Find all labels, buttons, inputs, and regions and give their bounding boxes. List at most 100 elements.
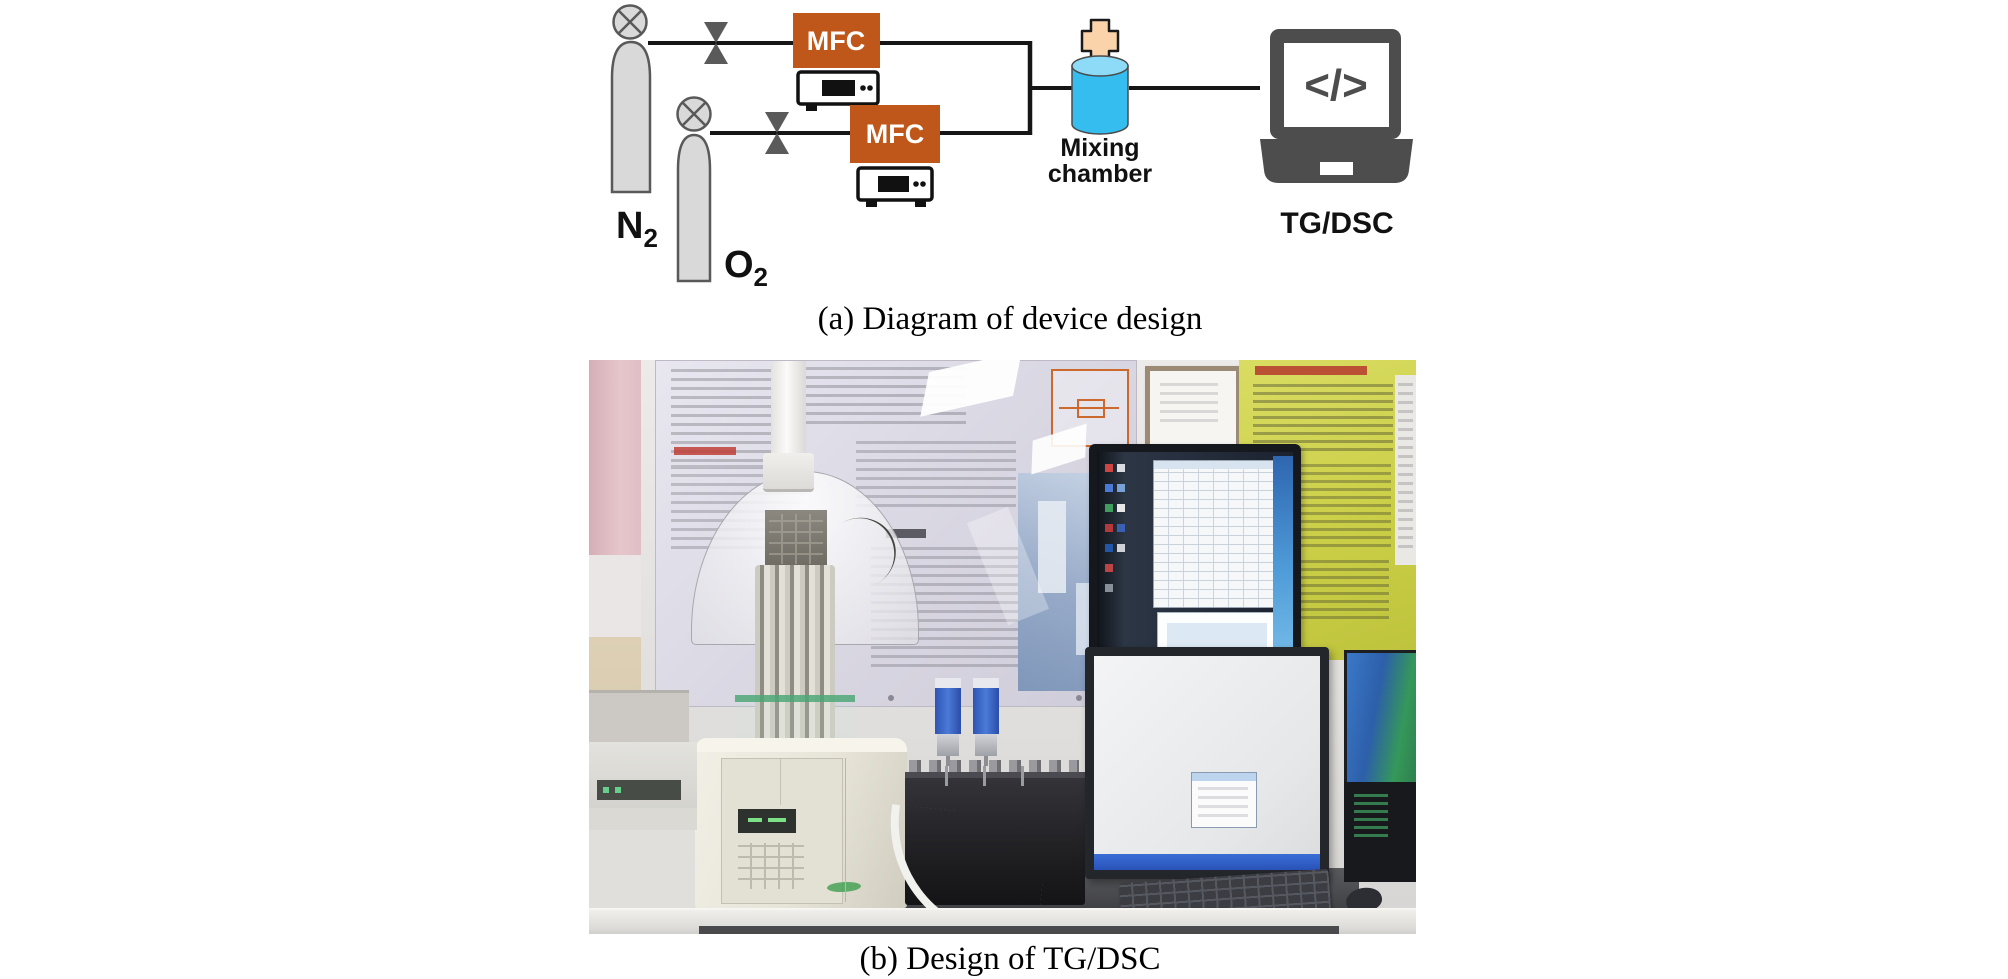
mixing-chamber-label-line2: chamber: [1048, 160, 1152, 188]
spreadsheet-header: [1154, 461, 1280, 469]
transducer-body: [973, 688, 999, 734]
transducer-body: [935, 688, 961, 734]
desktop-icon: [1105, 544, 1113, 552]
o2-cylinder-group: O2: [676, 96, 768, 292]
mfc2-controller-icon: [856, 166, 934, 207]
side-monitor: [1344, 650, 1416, 788]
exhaust-tube: [771, 361, 806, 459]
o2-cylinder: [676, 133, 712, 283]
under-table-shadow: [699, 926, 1339, 934]
display-digits: [768, 818, 786, 822]
instrument-buttons: [738, 843, 804, 889]
box-tube: [945, 766, 948, 786]
furnace-top-block: [765, 510, 827, 568]
desktop-icon: [1105, 484, 1113, 492]
gas-switch-box: [905, 766, 1085, 905]
instrument-side-seam: [845, 758, 846, 902]
orange-diagram-line: [1059, 407, 1119, 409]
figure-white-shape: [1038, 501, 1066, 593]
wall-poster: [655, 360, 1137, 707]
balance-shield: [589, 690, 689, 745]
poster-section-heading: [886, 529, 926, 538]
equipment-tower: [1344, 782, 1416, 882]
desktop-icon: [1117, 484, 1125, 492]
poster-text-lines: [856, 441, 1016, 511]
transducer-stem: [984, 756, 988, 766]
blue-transducer: [935, 678, 961, 766]
laptop-trackpad: [1320, 162, 1353, 175]
n2-label: N2: [616, 205, 658, 253]
instrument-display: [738, 809, 796, 833]
dialog-window: [1191, 772, 1257, 828]
mfc1-block: MFC: [793, 13, 880, 68]
fittings-row: [909, 760, 1079, 774]
o2-valve-x2: [682, 102, 706, 126]
yellow-poster-text: [1253, 384, 1393, 454]
panel-seam: [780, 759, 781, 805]
transducer-cap: [973, 678, 999, 688]
n2-cylinder-group: N2: [610, 4, 658, 253]
desktop-icon: [1105, 564, 1113, 572]
poster-screw: [888, 695, 894, 701]
desktop-icon: [1105, 504, 1113, 512]
mfc1-controller-icon: [796, 70, 880, 111]
mixing-chamber-label-line1: Mixing: [1060, 134, 1139, 162]
desktop-icon: [1117, 524, 1125, 532]
furnace-column: [755, 565, 835, 745]
transducer-cap: [935, 678, 961, 688]
yellow-poster-red-heading: [1255, 366, 1367, 375]
right-poster-sliver: [1395, 375, 1416, 565]
screen-blue-edge: [1273, 456, 1293, 682]
box-top-edge: [905, 772, 1085, 778]
dialog-titlebar: [1192, 773, 1256, 781]
display-digits: [748, 818, 762, 822]
desktop-icon: [1105, 524, 1113, 532]
instrument-front-panel: [721, 758, 843, 904]
transducer-stem: [946, 756, 950, 766]
lower-monitor-screen: [1094, 656, 1320, 870]
sliver-text: [1398, 383, 1413, 553]
box-tube: [983, 766, 986, 786]
transducer-base: [937, 734, 959, 756]
desktop-icon: [1105, 584, 1113, 592]
left-wall: [589, 555, 641, 637]
tg-dsc-instrument: [695, 738, 907, 908]
balance-led: [615, 787, 621, 793]
balance-led: [603, 787, 609, 793]
dialog-text: [1198, 787, 1248, 819]
certificate-text: [1160, 383, 1218, 427]
balance-display: [597, 780, 681, 800]
mfc2-block: MFC: [850, 105, 940, 163]
caption-a: (a) Diagram of device design: [817, 301, 1203, 337]
transducer-base: [975, 734, 997, 756]
needle-valve-2-icon: [765, 112, 789, 154]
taskbar: [1094, 854, 1320, 870]
light-reflection: [1031, 423, 1087, 475]
pink-wall: [589, 360, 641, 555]
caption-b: (b) Design of TG/DSC: [859, 941, 1161, 977]
desktop-icon: [1117, 464, 1125, 472]
box-tube: [1021, 766, 1024, 786]
needle-valve-1-icon: [704, 22, 728, 64]
chamber-body: [1071, 65, 1129, 135]
laptop-base: [1260, 139, 1413, 183]
laptop-icon: </> TG/DSC: [1260, 29, 1413, 240]
mfc2-label: MFC: [866, 119, 924, 149]
tgdsc-lab-photo: [589, 360, 1416, 934]
desktop-icon: [1117, 544, 1125, 552]
n2-cylinder: [610, 40, 652, 194]
desktop-icon: [1117, 504, 1125, 512]
gas-pipes: [648, 41, 1260, 135]
device-design-diagram: N2 O2 MFC: [610, 4, 1413, 292]
desktop-icon: [1105, 464, 1113, 472]
balance-front: [589, 808, 697, 830]
block-detail: [769, 514, 823, 564]
chamber-top: [1071, 55, 1129, 77]
blue-transducer: [973, 678, 999, 766]
poster-red-heading: [674, 447, 736, 455]
poster-screw: [1076, 695, 1082, 701]
tower-green-text: [1354, 794, 1388, 838]
mixing-chamber-group: Mixing chamber: [1048, 18, 1152, 188]
laptop-code-glyph: </>: [1304, 61, 1368, 110]
